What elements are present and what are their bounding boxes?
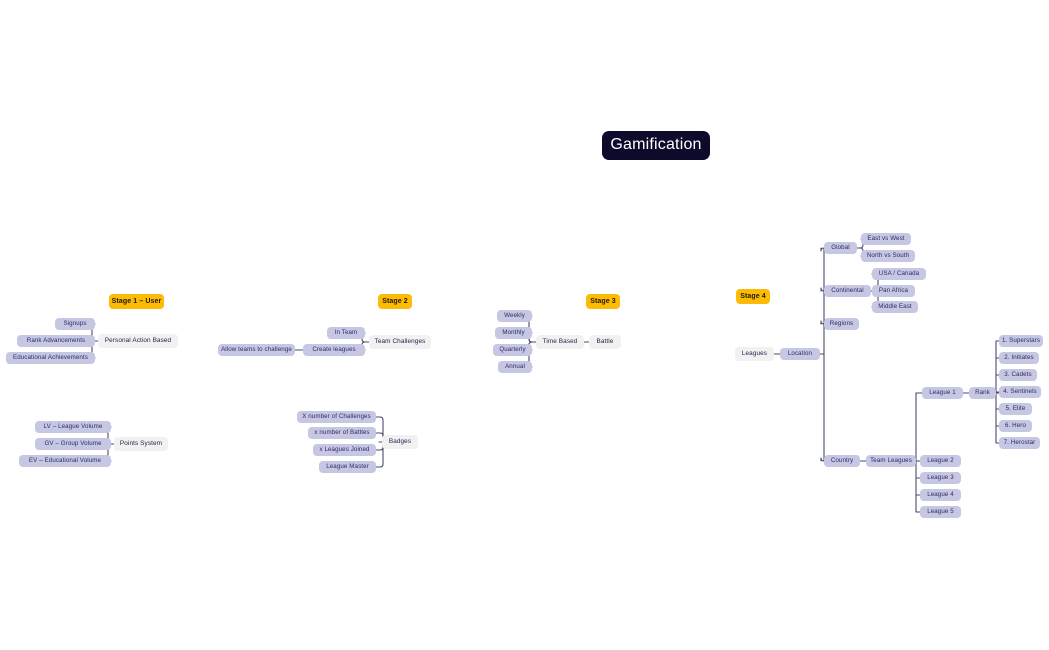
node-educational-achievements[interactable]: Educational Achievements [6,352,95,364]
node-rank-5-elite[interactable]: 5. Elite [999,403,1032,415]
node-league-3[interactable]: League 3 [920,472,961,484]
node-signups[interactable]: Signups [55,318,95,330]
node-pan-africa[interactable]: Pan Africa [872,285,915,297]
node-rank-6-hero[interactable]: 6. Hero [999,420,1032,432]
node-global[interactable]: Global [824,242,857,254]
node-rank-7-herostar[interactable]: 7. Herostar [999,437,1040,449]
node-x-leagues-joined[interactable]: x Leagues Joined [313,444,376,456]
node-league-master[interactable]: League Master [319,461,376,473]
node-annual[interactable]: Annual [498,361,532,373]
node-weekly[interactable]: Weekly [497,310,532,322]
node-team-leagues[interactable]: Team Leagues [866,455,916,467]
node-country[interactable]: Country [824,455,860,467]
node-team-challenges[interactable]: Team Challenges [369,335,431,349]
node-monthly[interactable]: Monthly [495,327,532,339]
node-points-system[interactable]: Points System [114,437,168,451]
stage-badge-3[interactable]: Stage 3 [586,294,620,309]
node-usa-canada[interactable]: USA / Canada [872,268,926,280]
node-middle-east[interactable]: Middle East [872,301,918,313]
node-continental[interactable]: Continental [824,285,871,297]
root-node-gamification[interactable]: Gamification [602,131,710,160]
node-badges[interactable]: Badges [382,435,418,449]
node-rank-1-superstars[interactable]: 1. Superstars [999,335,1043,347]
node-x-number-of-battles[interactable]: x number of Battles [308,427,376,439]
node-league-5[interactable]: League 5 [920,506,961,518]
node-leagues[interactable]: Leagues [735,347,774,361]
node-time-based[interactable]: Time Based [536,335,584,349]
node-north-vs-south[interactable]: North vs South [861,250,915,262]
node-rank-4-sentinels[interactable]: 4. Sentinels [999,386,1041,398]
node-rank-3-cadets[interactable]: 3. Cadets [999,369,1037,381]
node-allow-teams-to-challenge[interactable]: Allow teams to challenge [218,344,295,356]
node-x-number-of-challenges[interactable]: X number of Challenges [297,411,376,423]
node-east-vs-west[interactable]: East vs West [861,233,911,245]
stage-badge-4[interactable]: Stage 4 [736,289,770,304]
stage-badge-2[interactable]: Stage 2 [378,294,412,309]
node-in-team[interactable]: In Team [327,327,365,339]
node-personal-action-based[interactable]: Personal Action Based [98,334,178,348]
node-regions[interactable]: Regions [824,318,859,330]
node-league-1[interactable]: League 1 [922,387,963,399]
node-league-4[interactable]: League 4 [920,489,961,501]
node-league-2[interactable]: League 2 [920,455,961,467]
node-quarterly[interactable]: Quarterly [493,344,532,356]
node-rank[interactable]: Rank [969,387,996,399]
stage-badge-1[interactable]: Stage 1 – User [109,294,164,309]
node-ev-educational-volume[interactable]: EV – Educational Volume [19,455,111,467]
node-create-leagues[interactable]: Create leagues [303,344,365,356]
node-gv-group-volume[interactable]: GV – Group Volume [35,438,111,450]
node-lv-league-volume[interactable]: LV – League Volume [35,421,111,433]
node-battle[interactable]: Battle [589,335,621,349]
node-location[interactable]: Location [780,348,820,360]
node-rank-2-initiates[interactable]: 2. Initiates [999,352,1039,364]
node-rank-advancements[interactable]: Rank Advancements [17,335,95,347]
